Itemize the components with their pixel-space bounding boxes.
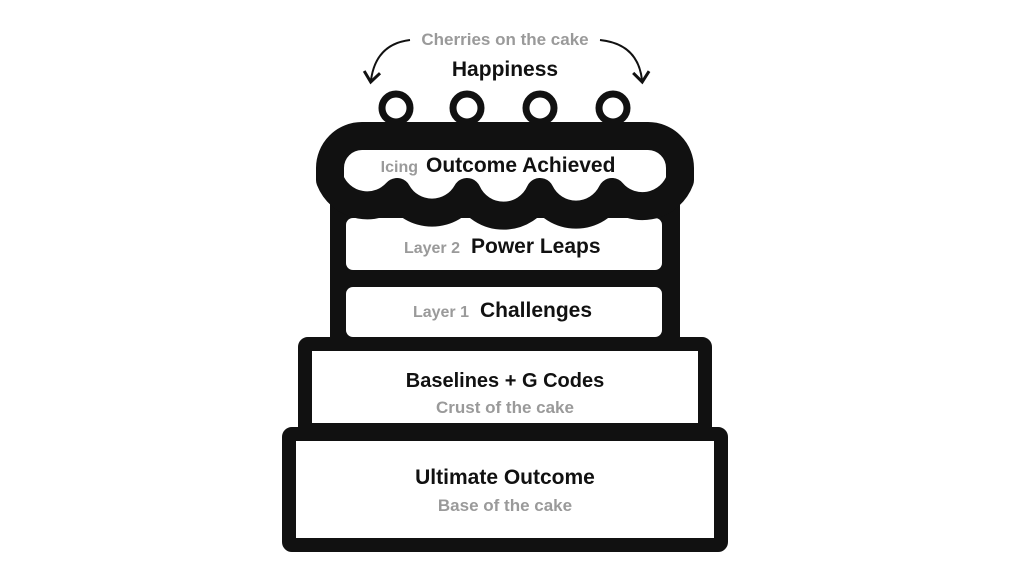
layer1-box <box>346 287 662 337</box>
layer2-tag: Layer 2 <box>404 240 460 257</box>
left-arrow-icon <box>362 39 411 85</box>
cherry-icon <box>595 90 631 126</box>
cherries-annotation: Cherries on the cake <box>421 30 588 49</box>
base-label: Ultimate Outcome <box>415 466 595 489</box>
icing-tag: Icing <box>381 159 418 176</box>
base-sub: Base of the cake <box>438 496 572 515</box>
right-arrow-icon <box>599 39 651 85</box>
icing-label: Outcome Achieved <box>426 154 615 177</box>
layer1-tag: Layer 1 <box>413 304 469 321</box>
layer2-box <box>346 218 662 270</box>
cherry-icon <box>378 90 414 126</box>
crust-label: Baselines + G Codes <box>406 370 604 392</box>
crust-sub: Crust of the cake <box>436 398 574 417</box>
layer2-label: Power Leaps <box>471 235 601 258</box>
base-tier <box>282 427 728 552</box>
cherry-icon <box>449 90 485 126</box>
icing-shape <box>316 122 694 230</box>
cherry-icon <box>522 90 558 126</box>
cherries <box>378 90 631 126</box>
layer1-label: Challenges <box>480 299 592 322</box>
happiness-title: Happiness <box>452 58 558 81</box>
